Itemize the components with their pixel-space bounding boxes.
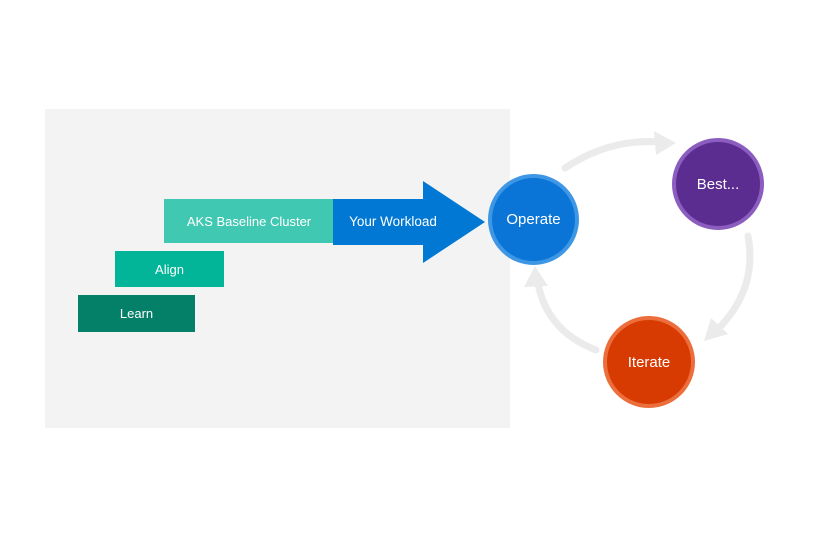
align-step: Align bbox=[115, 251, 224, 287]
iterate-to-operate-arrowhead bbox=[524, 266, 548, 287]
learn-step: Learn bbox=[78, 295, 195, 332]
workload-arrow-shape bbox=[333, 181, 485, 263]
aks-baseline-label: AKS Baseline Cluster bbox=[186, 213, 312, 229]
best-to-iterate-arrow bbox=[712, 232, 754, 335]
best-to-iterate-arrowhead bbox=[704, 318, 728, 341]
iterate-node: Iterate bbox=[603, 316, 695, 408]
your-workload-arrow bbox=[333, 181, 485, 263]
your-workload-label: Your Workload bbox=[349, 213, 437, 229]
best-label: Best... bbox=[696, 175, 740, 193]
align-label: Align bbox=[155, 261, 184, 277]
operate-label: Operate bbox=[506, 211, 561, 228]
operate-to-best-arrowhead bbox=[654, 131, 676, 155]
aks-baseline-step: AKS Baseline Cluster bbox=[164, 199, 334, 243]
your-workload-label-box: Your Workload bbox=[334, 199, 452, 243]
learn-label: Learn bbox=[119, 306, 154, 321]
operate-to-best-arrow bbox=[561, 138, 666, 172]
iterate-to-operate-arrow bbox=[533, 273, 600, 354]
operate-node: Operate bbox=[488, 174, 579, 265]
iterate-label: Iterate bbox=[627, 353, 671, 371]
best-node: Best... bbox=[672, 138, 764, 230]
